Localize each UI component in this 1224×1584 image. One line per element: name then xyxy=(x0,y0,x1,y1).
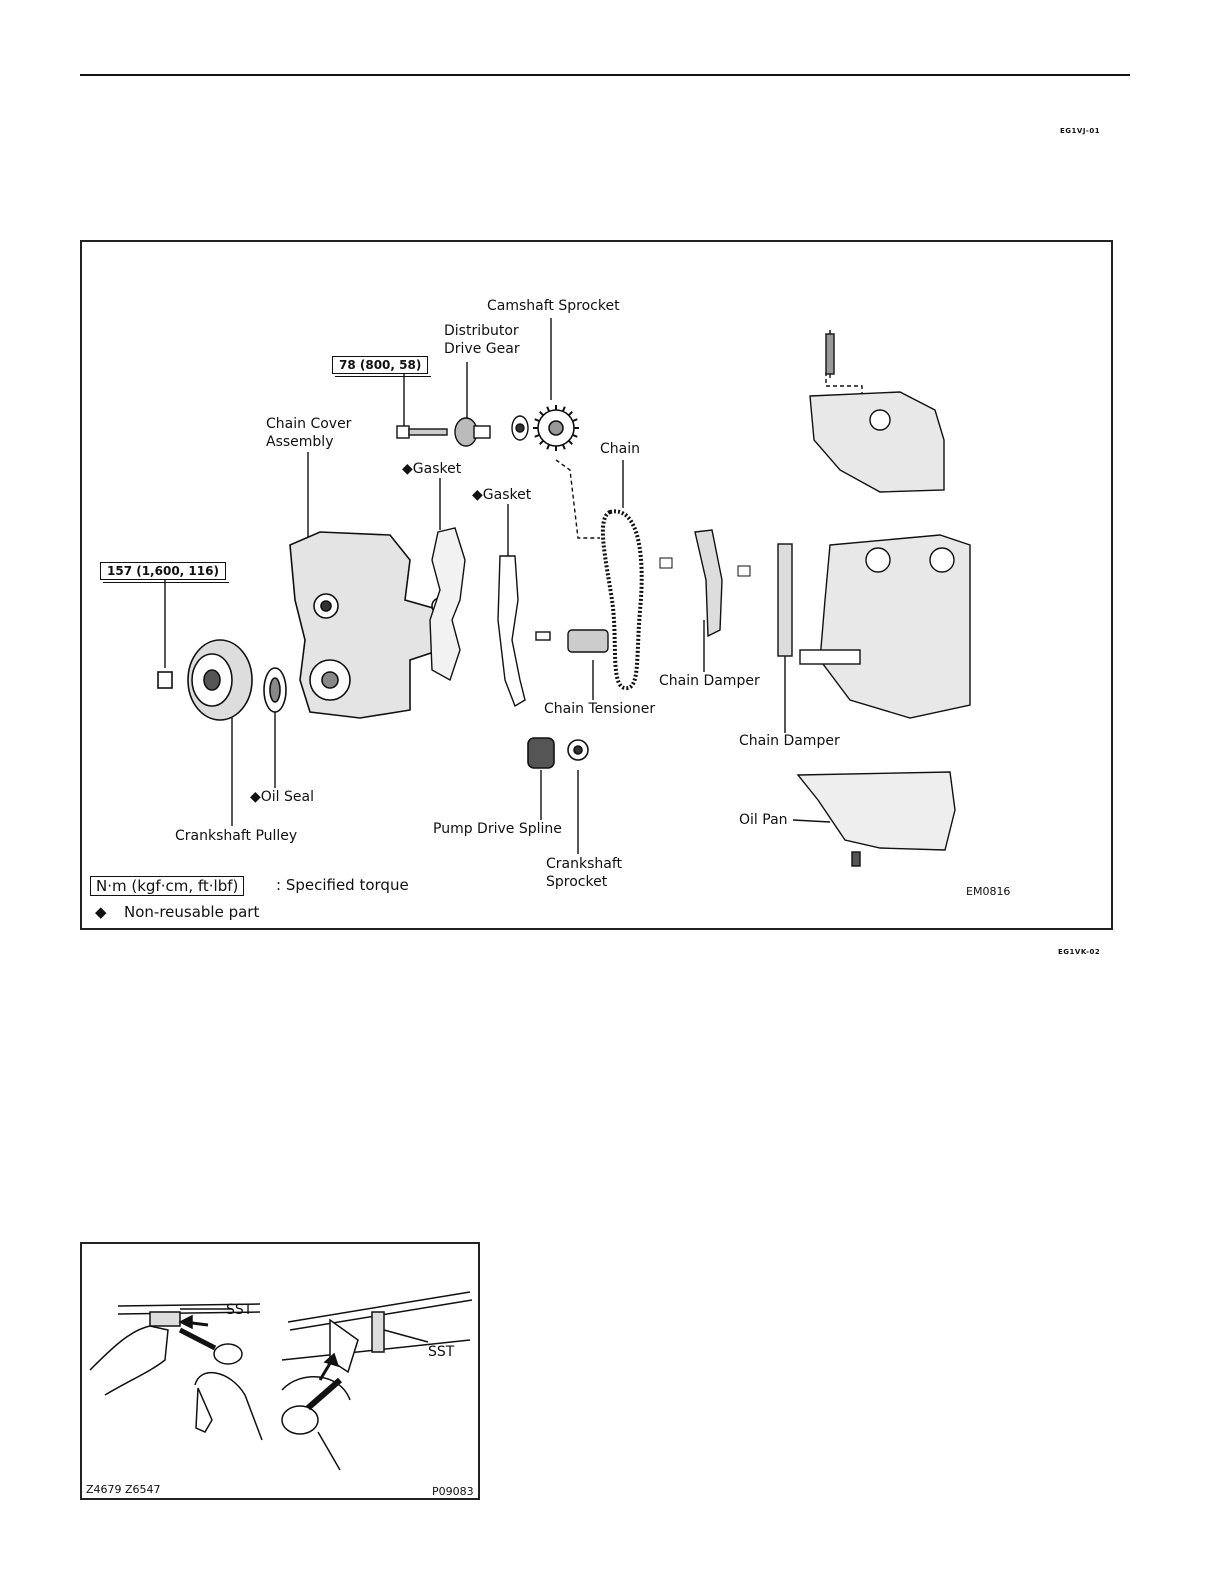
sprocket-tooth xyxy=(546,444,551,450)
label-camshaft-sprocket: Camshaft Sprocket xyxy=(487,298,620,314)
sprocket-tooth xyxy=(534,418,540,423)
label-chain-cover-assembly: Chain Cover Assembly xyxy=(266,416,352,450)
label-sst-left: SST xyxy=(226,1302,253,1318)
legend-nonreusable-symbol: ◆ xyxy=(95,903,107,921)
sprocket-tooth xyxy=(572,433,578,438)
figure1-code: EM0816 xyxy=(966,885,1011,898)
legend-torque-text: : Specified torque xyxy=(276,876,409,894)
sprocket-tooth xyxy=(568,411,573,416)
label-chain-damper-2: Chain Damper xyxy=(739,733,840,749)
label-oil-pan: Oil Pan xyxy=(739,812,788,828)
sprocket-tooth xyxy=(572,418,578,423)
sprocket-tooth xyxy=(539,411,544,416)
label-chain-tensioner: Chain Tensioner xyxy=(544,701,656,717)
label-crankshaft-pulley: Crankshaft Pulley xyxy=(175,828,298,844)
figure2-code: P09083 xyxy=(432,1485,474,1498)
header-rule xyxy=(80,74,1130,76)
section-code-top: EG1VJ-01 xyxy=(1060,127,1101,135)
legend-torque-unit: N·m (kgf·cm, ft·lbf) xyxy=(90,876,245,896)
sprocket-tooth xyxy=(561,444,566,450)
sprocket-tooth xyxy=(546,406,551,412)
label-pump-drive-spline: Pump Drive Spline xyxy=(433,821,562,837)
label-sst-right: SST xyxy=(428,1344,455,1360)
label-chain-damper-1: Chain Damper xyxy=(659,673,760,689)
sprocket-tooth xyxy=(568,440,573,445)
sprocket-tooth xyxy=(539,440,544,445)
section-code-mid: EG1VK-02 xyxy=(1058,948,1101,956)
label-gasket-1: ◆Gasket xyxy=(402,461,462,477)
label-oil-seal: ◆Oil Seal xyxy=(250,789,314,805)
figure2-ref-codes: Z4679 Z6547 xyxy=(86,1483,161,1496)
legend-nonreusable-text: Non-reusable part xyxy=(124,903,260,921)
torque-camshaft-bolt: 78 (800, 58) xyxy=(332,356,432,377)
sprocket-tooth xyxy=(561,406,566,412)
label-crankshaft-sprocket: Crankshaft Sprocket xyxy=(546,856,623,890)
sprocket-tooth xyxy=(534,433,540,438)
label-gasket-2: ◆Gasket xyxy=(472,487,532,503)
label-chain: Chain xyxy=(600,441,640,457)
torque-pulley-bolt: 157 (1,600, 116) xyxy=(100,562,229,583)
sst-illustration-frame xyxy=(80,1242,480,1500)
label-distributor-drive-gear: Distributor Drive Gear xyxy=(444,323,520,357)
